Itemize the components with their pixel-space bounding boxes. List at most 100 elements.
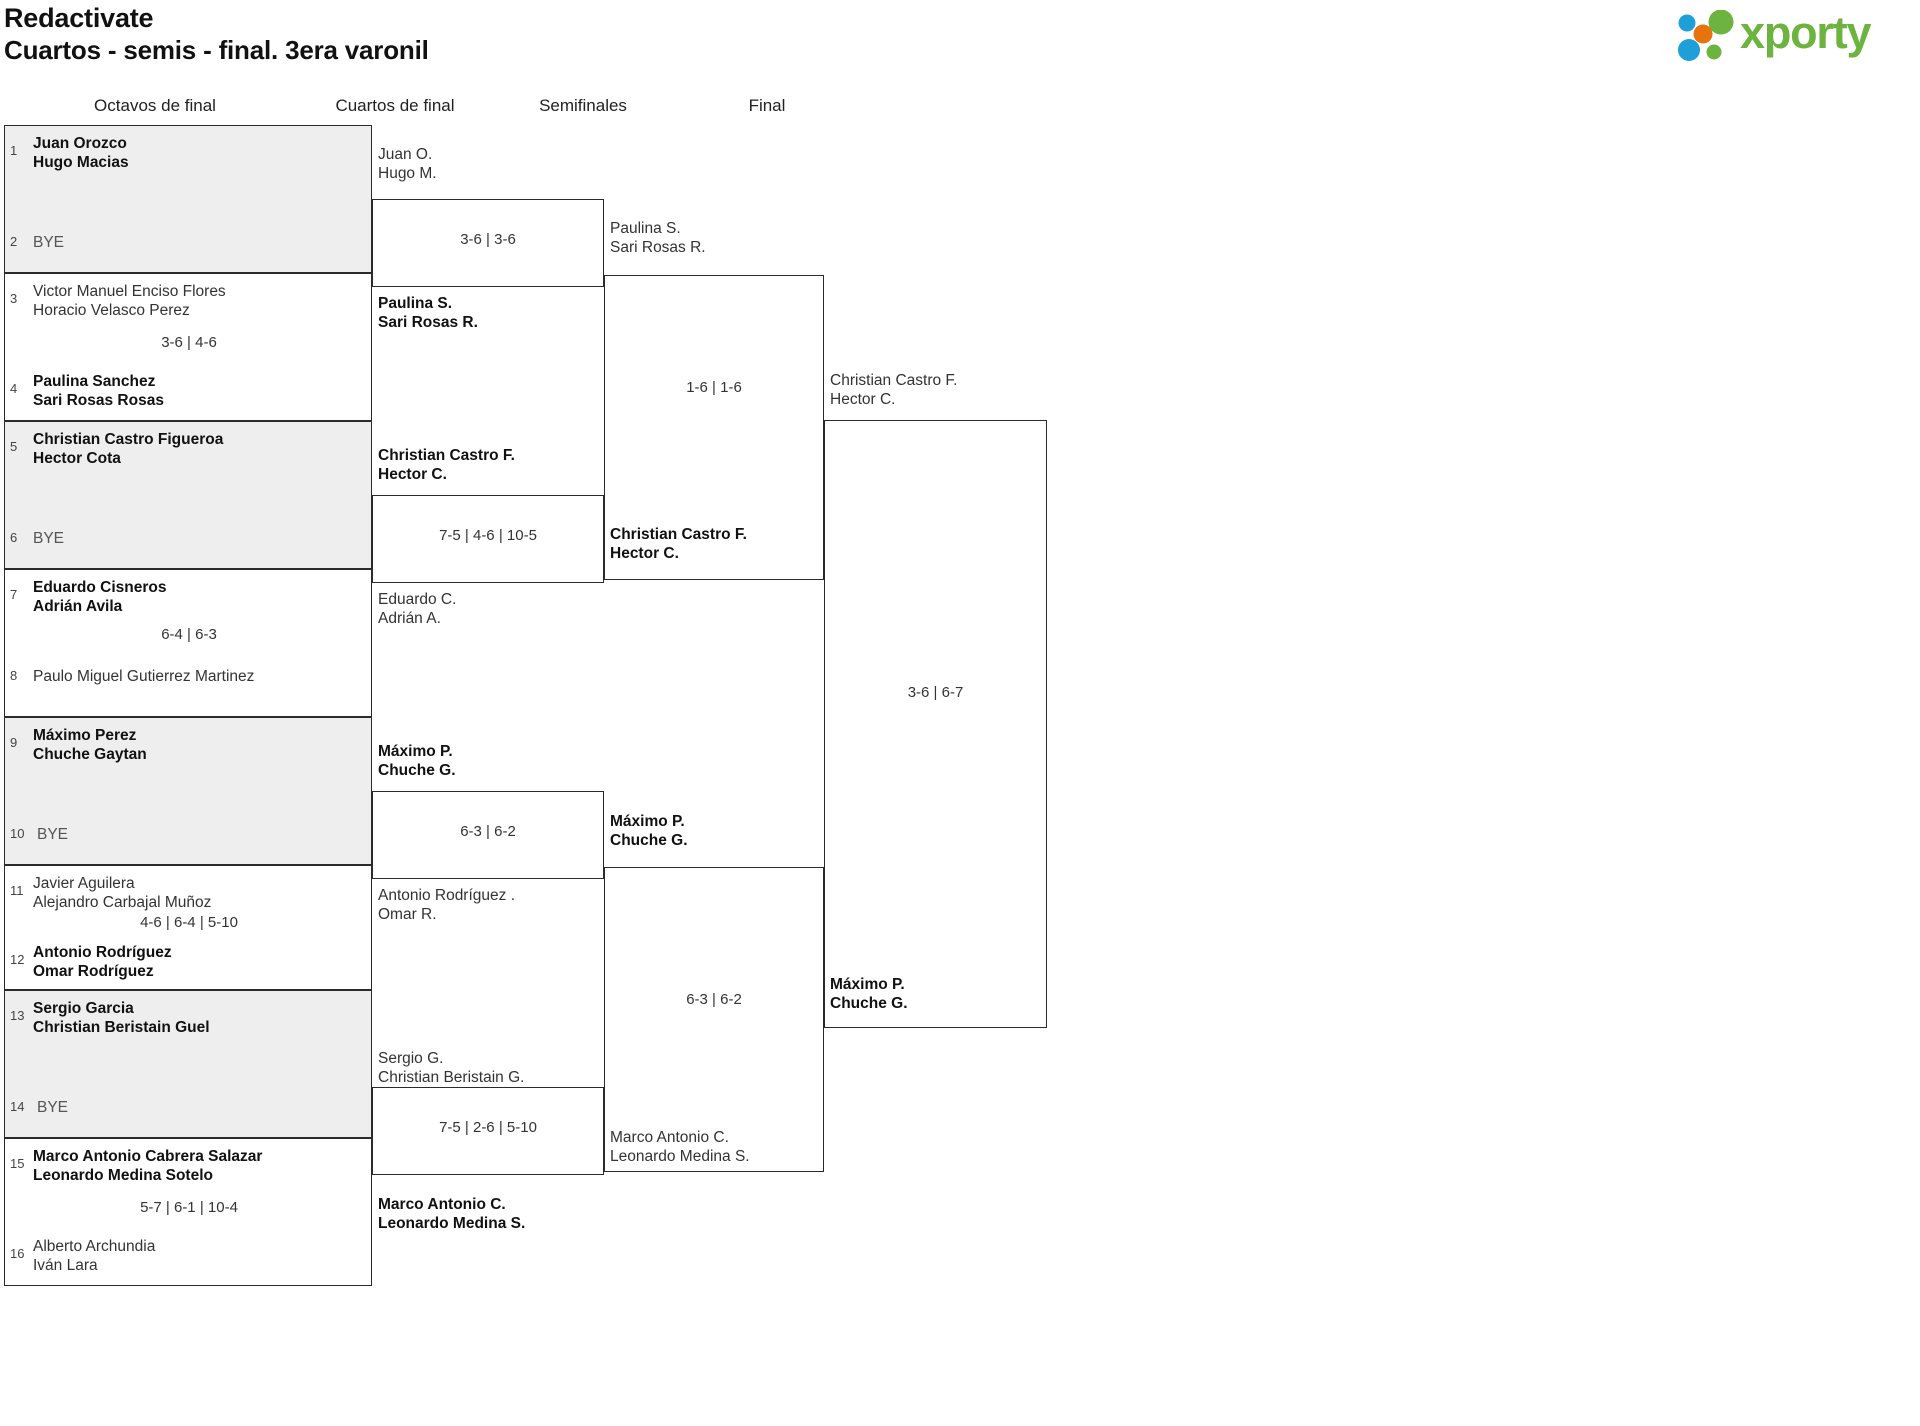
r4-final-bottom-line-2: Chuche G. [830, 995, 908, 1012]
team-line-2: Horacio Velasco Perez [33, 302, 190, 319]
r1-match-1[interactable]: 1 Juan Orozco Hugo Macias 2 BYE [4, 125, 372, 273]
r3-match-2-bottom-line-1: Marco Antonio C. [610, 1129, 729, 1146]
round-header-octavos: Octavos de final [94, 96, 216, 115]
team-line-1: Alberto Archundia [33, 1238, 156, 1255]
team-line-1: Javier Aguilera [33, 875, 135, 892]
r4-final-bottom-line-1: Máximo P. [830, 976, 905, 993]
r2-match-1-bottom-line-2: Sari Rosas R. [378, 314, 478, 331]
r2-match-2-top-line-1: Christian Castro F. [378, 447, 515, 464]
team-line-1: Eduardo Cisneros [33, 579, 167, 596]
r2-match-4-bottom-line-2: Leonardo Medina S. [378, 1215, 526, 1232]
team-line-2: Omar Rodríguez [33, 963, 154, 980]
r2-match-2-bottom-line-2: Adrián A. [378, 610, 441, 627]
seed-number: 3 [10, 291, 18, 306]
r1-match-6[interactable]: 11 Javier Aguilera Alejandro Carbajal Mu… [4, 865, 372, 990]
r2-match-1-top-line-1: Juan O. [378, 146, 433, 163]
team-line-1: BYE [33, 234, 65, 251]
xporty-logo-text: xporty [1740, 7, 1872, 58]
team-line-2: Sari Rosas Rosas [33, 392, 164, 409]
r1-match-4-score: 6-4 | 6-3 [161, 626, 217, 643]
r2-match-3-box[interactable] [372, 791, 604, 879]
r2-match-1-bottom-line-1: Paulina S. [378, 295, 453, 312]
seed-number: 15 [10, 1156, 25, 1171]
r1-match-4[interactable]: 7 Eduardo Cisneros Adrián Avila 6-4 | 6-… [4, 569, 372, 717]
r1-match-3[interactable]: 5 Christian Castro Figueroa Hector Cota … [4, 421, 372, 569]
r2-match-1-top-line-2: Hugo M. [378, 165, 437, 182]
team-line-1: Victor Manuel Enciso Flores [33, 283, 226, 300]
r2-match-1-score: 3-6 | 3-6 [460, 231, 516, 248]
team-line-1: Christian Castro Figueroa [33, 431, 224, 448]
r3-match-2-top-line-2: Chuche G. [610, 832, 688, 849]
tournament-subtitle: Cuartos - semis - final. 3era varonil [4, 35, 429, 65]
r2-match-2-bottom-line-1: Eduardo C. [378, 591, 457, 608]
r3-match-2-bottom-line-2: Leonardo Medina S. [610, 1148, 750, 1165]
team-line-2: Leonardo Medina Sotelo [33, 1167, 213, 1184]
xporty-logo: xporty [1676, 6, 1906, 64]
r1-match-2-score: 3-6 | 4-6 [161, 334, 217, 351]
seed-number: 11 [10, 883, 24, 898]
team-line-2: Hugo Macias [33, 154, 129, 171]
team-line-1: Sergio Garcia [33, 1000, 134, 1017]
r1-match-5[interactable]: 9 Máximo Perez Chuche Gaytan 10 BYE [4, 717, 372, 865]
r2-match-3-bottom-line-2: Omar R. [378, 906, 437, 923]
r2-match-3-top-line-2: Chuche G. [378, 762, 456, 779]
r3-match-2-score: 6-3 | 6-2 [686, 991, 742, 1008]
r3-match-1-score: 1-6 | 1-6 [686, 379, 742, 396]
r4-final-score: 3-6 | 6-7 [907, 684, 964, 701]
r2-match-3-score: 6-3 | 6-2 [460, 823, 516, 840]
r3-match-2-top-line-1: Máximo P. [610, 813, 685, 830]
seed-number: 12 [10, 952, 25, 967]
r2-match-4-score: 7-5 | 2-6 | 5-10 [439, 1119, 537, 1136]
team-line-2: Adrián Avila [33, 598, 123, 615]
team-line-1: Marco Antonio Cabrera Salazar [33, 1148, 263, 1165]
team-line-1: BYE [37, 826, 69, 843]
r2-match-4-top-line-2: Christian Beristain G. [378, 1069, 525, 1086]
team-line-1: Antonio Rodríguez [33, 944, 172, 961]
seed-number: 10 [10, 826, 25, 841]
r1-match-7[interactable]: 13 Sergio Garcia Christian Beristain Gue… [4, 990, 372, 1138]
r2-match-1-box[interactable] [372, 199, 604, 287]
team-line-2: Alejandro Carbajal Muñoz [33, 894, 212, 911]
seed-number: 8 [10, 668, 18, 683]
r2-match-3-bottom-line-1: Antonio Rodríguez . [378, 887, 516, 904]
r4-final-top-line-1: Christian Castro F. [830, 372, 958, 389]
round-header-final: Final [748, 96, 786, 115]
team-line-2: Hector Cota [33, 450, 121, 467]
seed-number: 2 [10, 234, 18, 249]
page-header: Redactivate Cuartos - semis - final. 3er… [0, 0, 1920, 88]
r2-match-2-box[interactable] [372, 495, 604, 583]
r2-match-3-top-line-1: Máximo P. [378, 743, 453, 760]
r2-match-2-top-line-2: Hector C. [378, 466, 447, 483]
seed-number: 4 [10, 381, 18, 396]
team-line-1: Juan Orozco [33, 135, 127, 152]
seed-number: 5 [10, 439, 18, 454]
team-line-2: Chuche Gaytan [33, 746, 147, 763]
r3-match-1-bottom-line-1: Christian Castro F. [610, 526, 747, 543]
seed-number: 1 [10, 143, 18, 158]
r3-match-1-top-line-1: Paulina S. [610, 220, 681, 237]
r2-match-2-score: 7-5 | 4-6 | 10-5 [439, 527, 537, 544]
r3-match-1-bottom-line-2: Hector C. [610, 545, 679, 562]
team-line-1: BYE [33, 530, 65, 547]
r1-match-8-score: 5-7 | 6-1 | 10-4 [140, 1199, 238, 1216]
r1-match-6-score: 4-6 | 6-4 | 5-10 [140, 914, 238, 931]
round-header-cuartos: Cuartos de final [335, 96, 455, 115]
team-line-1: Paulina Sanchez [33, 373, 156, 390]
team-line-2: Iván Lara [33, 1257, 98, 1274]
r1-match-2[interactable]: 3 Victor Manuel Enciso Flores Horacio Ve… [4, 273, 372, 421]
r3-match-1-box[interactable] [604, 275, 824, 580]
r2-match-4-top-line-1: Sergio G. [378, 1050, 444, 1067]
seed-number: 9 [10, 735, 18, 750]
title-block: Redactivate Cuartos - semis - final. 3er… [4, 2, 429, 66]
seed-number: 13 [10, 1008, 25, 1023]
tournament-title: Redactivate [4, 3, 154, 33]
r1-match-8[interactable]: 15 Marco Antonio Cabrera Salazar Leonard… [4, 1138, 372, 1286]
r2-match-4-bottom-line-1: Marco Antonio C. [378, 1196, 506, 1213]
seed-number: 16 [10, 1246, 25, 1261]
xporty-logo-dots-icon [1678, 10, 1734, 61]
r3-match-2-box[interactable] [604, 867, 824, 1172]
r2-match-4-box[interactable] [372, 1087, 604, 1175]
r4-final-box[interactable] [824, 420, 1047, 1028]
team-line-1: Paulo Miguel Gutierrez Martinez [33, 668, 255, 685]
round-header-semifinales: Semifinales [539, 96, 627, 115]
